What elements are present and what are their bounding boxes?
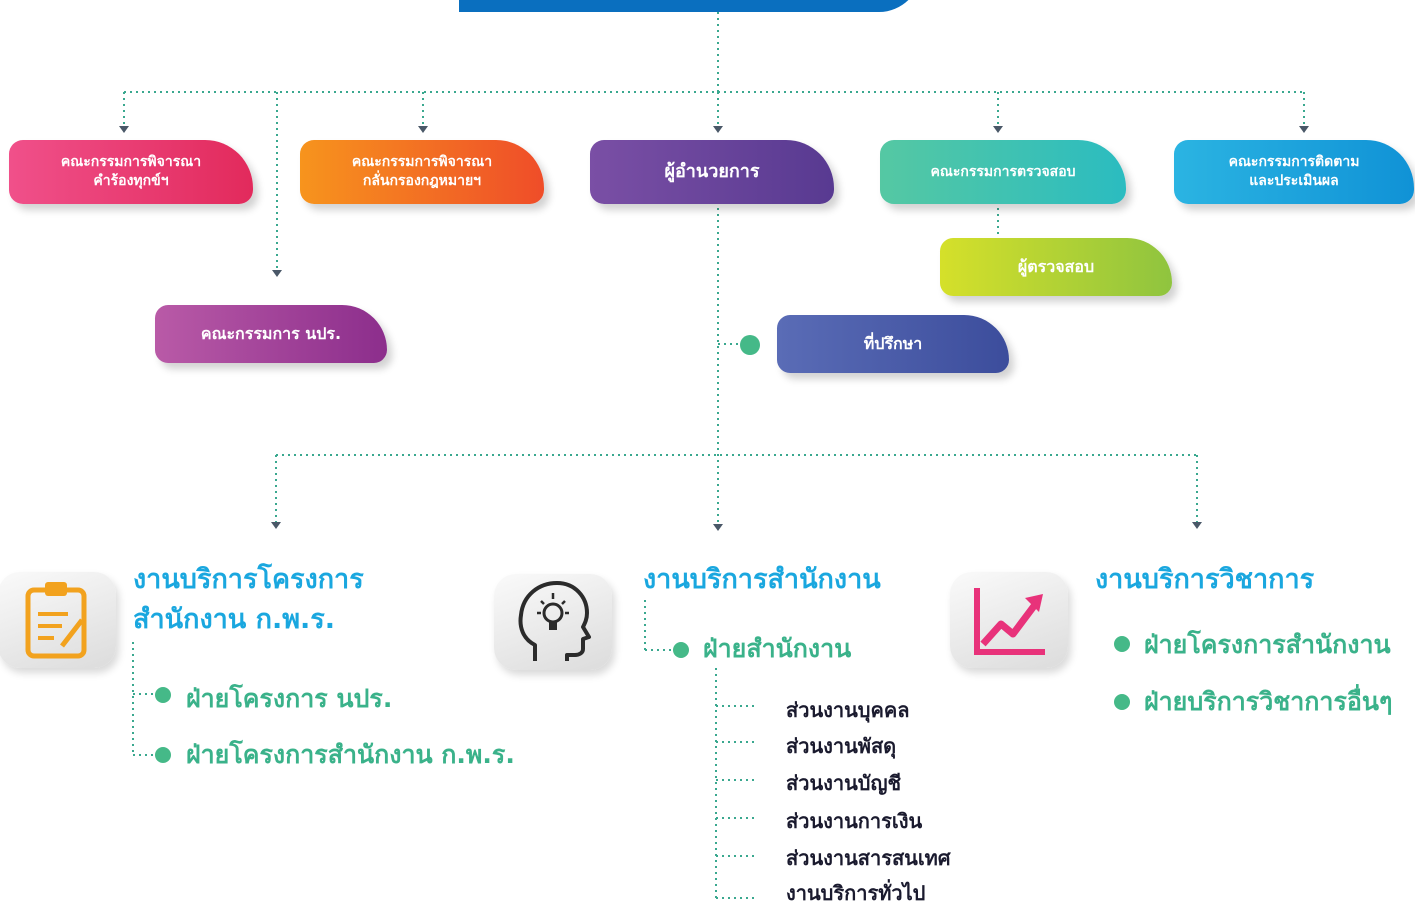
academic-item-1: ฝ่ายโครงการสำนักงาน <box>1144 630 1391 659</box>
office-item-1: ฝ่ายสำนักงาน <box>703 634 852 663</box>
office-unit-accounting: ส่วนงานบัญชี <box>786 771 902 795</box>
audit-committee-box: คณะกรรมการตรวจสอบ <box>880 140 1126 204</box>
academic-item-1-dot <box>1114 636 1130 652</box>
office-item-1-dot <box>673 642 689 658</box>
projects-item-1: ฝ่ายโครงการ นปร. <box>186 684 393 713</box>
office-unit-finance: ส่วนงานการเงิน <box>786 809 923 833</box>
projects-title-line1: งานบริการโครงการ <box>133 564 364 595</box>
auditor-box: ผู้ตรวจสอบ <box>940 238 1172 296</box>
projects-icon-card <box>0 572 116 668</box>
office-unit-supplies: ส่วนงานพัสดุ <box>786 734 897 758</box>
projects-item-1-dot <box>155 687 171 703</box>
academic-item-2: ฝ่ายบริการวิชาการอื่นๆ <box>1144 687 1393 716</box>
projects-item-2-dot <box>155 747 171 763</box>
office-unit-general: งานบริการทั่วไป <box>786 881 926 905</box>
top-title-bar <box>459 0 921 12</box>
director-label: ผู้อำนวยการ <box>664 160 760 182</box>
auditor-label: ผู้ตรวจสอบ <box>1017 257 1095 277</box>
advisor-box: ที่ปรึกษา <box>777 315 1009 373</box>
office-icon-card <box>494 574 612 670</box>
academic-item-2-dot <box>1114 694 1130 710</box>
academic-icon-card <box>950 572 1068 668</box>
office-section-title: งานบริการสำนักงาน <box>643 564 881 595</box>
academic-section-title: งานบริการวิชาการ <box>1095 564 1315 595</box>
director-box: ผู้อำนวยการ <box>590 140 834 204</box>
office-unit-it: ส่วนงานสารสนเทศ <box>786 846 951 870</box>
office-unit-personnel: ส่วนงานบุคคล <box>786 698 910 722</box>
monitor-committee-line2: และประเมินผล <box>1249 173 1339 189</box>
petition-committee-line1: คณะกรรมการพิจารณา <box>60 154 202 171</box>
audit-committee-label: คณะกรรมการตรวจสอบ <box>930 163 1076 180</box>
projects-title-line2: สำนักงาน ก.พ.ร. <box>133 604 336 635</box>
law-committee-line2: กลั่นกรองกฎหมายฯ <box>362 173 482 189</box>
npr-committee-box: คณะกรรมการ นปร. <box>155 305 387 363</box>
petition-committee-box: คณะกรรมการพิจารณา คำร้องทุกข์ฯ <box>9 140 253 204</box>
petition-committee-line2: คำร้องทุกข์ฯ <box>93 173 169 189</box>
advisor-connector-dot <box>740 335 760 355</box>
advisor-label: ที่ปรึกษา <box>863 334 923 354</box>
rising-chart-icon <box>974 588 1045 655</box>
projects-item-2: ฝ่ายโครงการสำนักงาน ก.พ.ร. <box>186 740 515 769</box>
npr-committee-label: คณะกรรมการ นปร. <box>200 324 342 344</box>
head-lightbulb-icon <box>518 581 591 661</box>
projects-section-title: งานบริการโครงการ สำนักงาน ก.พ.ร. <box>133 560 364 640</box>
monitor-committee-line1: คณะกรรมการติดตาม <box>1228 154 1360 171</box>
clipboard-icon <box>25 582 87 659</box>
monitor-committee-box: คณะกรรมการติดตาม และประเมินผล <box>1174 140 1414 204</box>
law-committee-line1: คณะกรรมการพิจารณา <box>351 154 493 171</box>
law-committee-box: คณะกรรมการพิจารณา กลั่นกรองกฎหมายฯ <box>300 140 544 204</box>
